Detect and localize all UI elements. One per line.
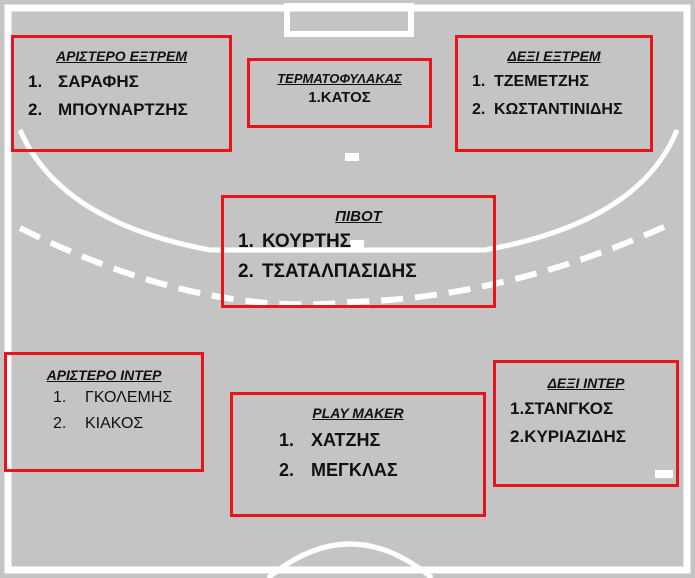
goal-area-line (17, 129, 680, 253)
goalkeeper-list: 1.ΚΑΤΟΣ (250, 86, 429, 110)
list-item: 2.ΚΥΡΙΑΖΙΔΗΣ (510, 427, 626, 446)
centre-arc (266, 541, 434, 578)
pivot-title: ΠΙΒΟΤ (335, 208, 382, 225)
left-wing-title: ΑΡΙΣΤΕΡΟ ΕΞΤΡΕΜ (55, 48, 188, 64)
pivot-list: 1.ΚΟΥΡΤΗΣ 2.ΤΣΑΤΑΛΠΑΣΙΔΗΣ (224, 227, 493, 287)
free-throw-line (18, 219, 677, 308)
right-back-title: ΔΕΞΙ ΙΝΤΕΡ (547, 375, 625, 391)
left-wing-box: ΑΡΙΣΤΕΡΟ ΕΞΤΡΕΜ 1.ΣΑΡΑΦΗΣ 2.ΜΠΟΥΝΑΡΤΖΗΣ (11, 35, 232, 152)
left-wing-list: 1.ΣΑΡΑΦΗΣ 2.ΜΠΟΥΝΑΡΤΖΗΣ (14, 68, 229, 124)
goal (284, 3, 414, 37)
playmaker-box: PLAY MAKER 1.ΧΑΤΖΗΣ 2.ΜΕΓΚΛΑΣ (230, 392, 486, 517)
playmaker-title: PLAY MAKER (312, 405, 404, 421)
list-item: 2.ΜΕΓΚΛΑΣ (279, 460, 398, 480)
playmaker-list: 1.ΧΑΤΖΗΣ 2.ΜΕΓΚΛΑΣ (233, 425, 483, 485)
right-back-box: ΔΕΞΙ ΙΝΤΕΡ 1.ΣΤΑΝΓΚΟΣ 2.ΚΥΡΙΑΖΙΔΗΣ (493, 360, 679, 487)
seven-meter-line (350, 240, 364, 248)
left-back-box: ΑΡΙΣΤΕΡΟ ΙΝΤΕΡ 1.ΓΚΟΛΕΜΗΣ 2.ΚΙΑΚΟΣ (4, 352, 204, 472)
list-item: 1.ΓΚΟΛΕΜΗΣ (53, 389, 173, 406)
list-item: 2.ΤΣΑΤΑΛΠΑΣΙΔΗΣ (238, 261, 417, 282)
substitution-mark (655, 470, 673, 478)
right-back-list: 1.ΣΤΑΝΓΚΟΣ 2.ΚΥΡΙΑΖΙΔΗΣ (496, 395, 676, 451)
list-item: 1.ΣΤΑΝΓΚΟΣ (510, 399, 614, 418)
pivot-box: ΠΙΒΟΤ 1.ΚΟΥΡΤΗΣ 2.ΤΣΑΤΑΛΠΑΣΙΔΗΣ (221, 195, 496, 308)
right-wing-title: ΔΕΞΙ ΕΞΤΡΕΜ (507, 48, 601, 64)
goalkeeper-line (345, 153, 359, 161)
goalkeeper-title: ΤΕΡΜΑΤΟΦΥΛΑΚΑΣ (277, 71, 402, 86)
list-item: 2.ΚΙΑΚΟΣ (53, 415, 144, 432)
right-wing-box: ΔΕΞΙ ΕΞΤΡΕΜ 1.ΤΖΕΜΕΤΖΗΣ 2.ΚΩΣΤΑΝΤΙΝΙΔΗΣ (455, 35, 653, 152)
list-item: 2.ΜΠΟΥΝΑΡΤΖΗΣ (28, 100, 188, 119)
list-item: 1.ΚΟΥΡΤΗΣ (238, 231, 352, 252)
list-item: 1.ΤΖΕΜΕΤΖΗΣ (472, 73, 589, 90)
list-item: 1.ΣΑΡΑΦΗΣ (28, 72, 139, 91)
left-back-title: ΑΡΙΣΤΕΡΟ ΙΝΤΕΡ (46, 367, 162, 383)
list-item: 1.ΚΑΤΟΣ (308, 89, 371, 106)
right-wing-list: 1.ΤΖΕΜΕΤΖΗΣ 2.ΚΩΣΤΑΝΤΙΝΙΔΗΣ (458, 68, 650, 124)
list-item: 1.ΧΑΤΖΗΣ (279, 430, 381, 450)
list-item: 2.ΚΩΣΤΑΝΤΙΝΙΔΗΣ (472, 101, 623, 118)
left-back-list: 1.ΓΚΟΛΕΜΗΣ 2.ΚΙΑΚΟΣ (7, 385, 201, 437)
goalkeeper-box: ΤΕΡΜΑΤΟΦΥΛΑΚΑΣ 1.ΚΑΤΟΣ (247, 58, 432, 128)
